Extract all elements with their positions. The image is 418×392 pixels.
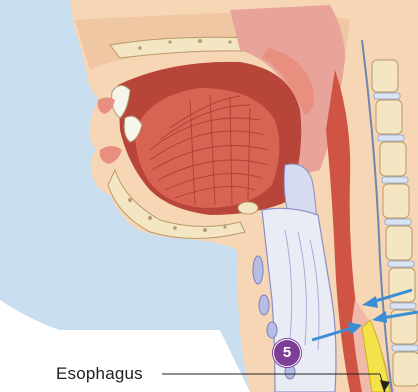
step-number-badge: 5: [273, 339, 301, 367]
esophagus-label: Esophagus: [56, 364, 143, 384]
hyoid-bone: [238, 202, 258, 214]
